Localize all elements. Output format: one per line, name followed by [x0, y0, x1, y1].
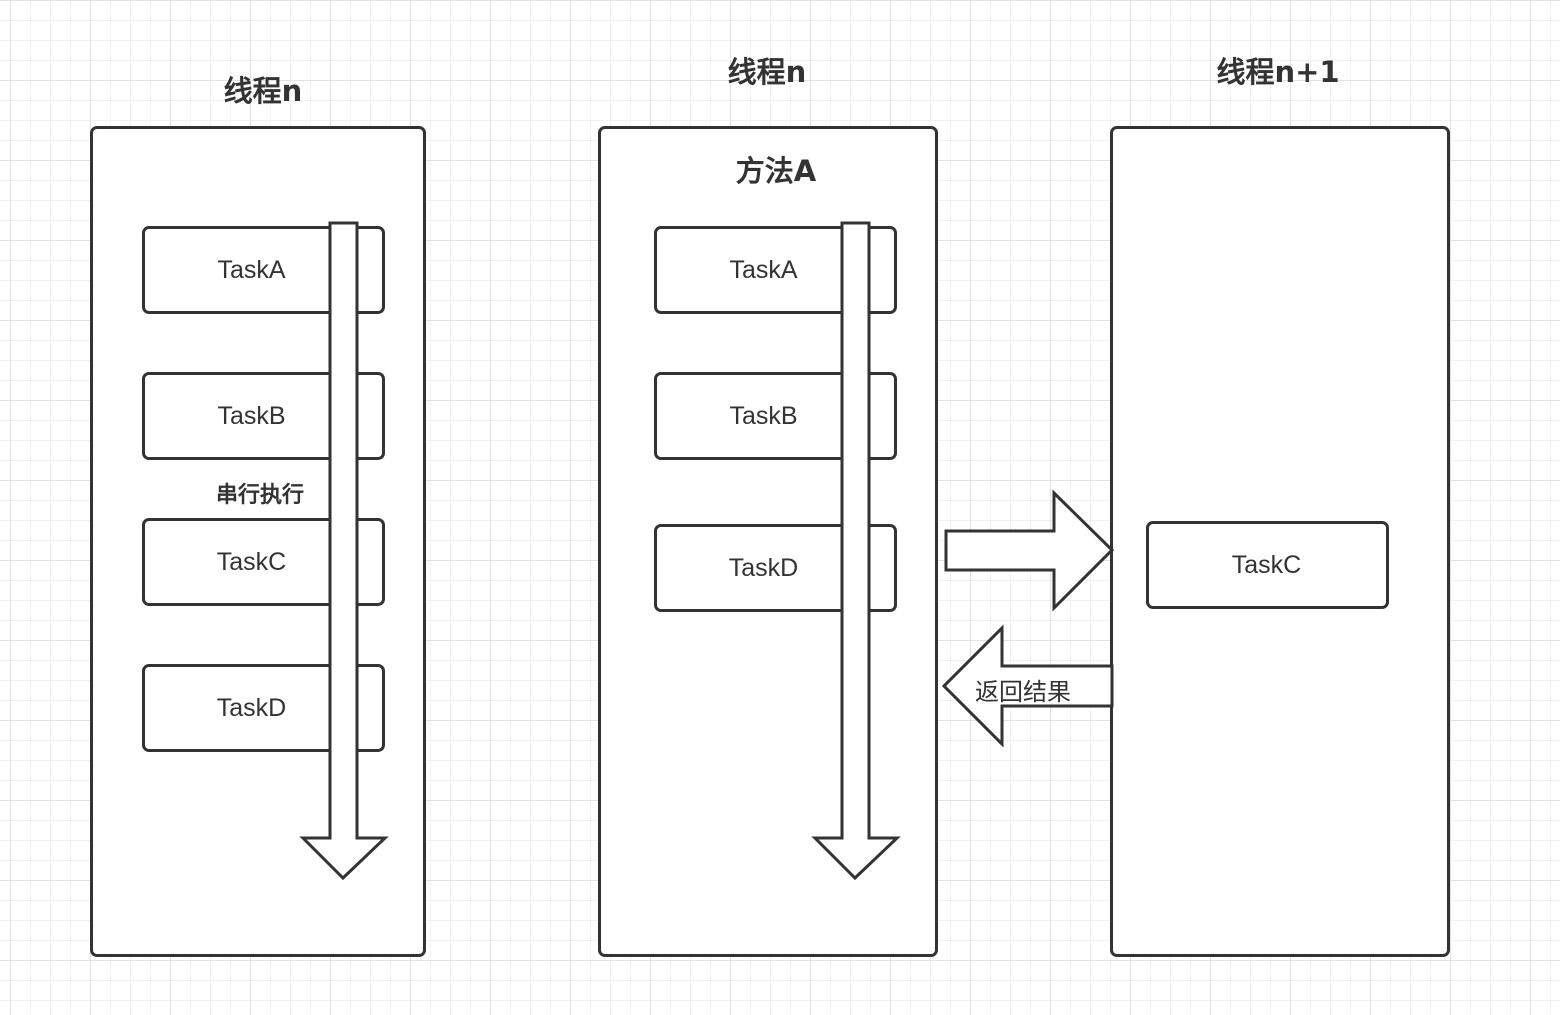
- lane3-title: 线程n+1: [1216, 55, 1340, 89]
- lane1-task-c: TaskC: [142, 518, 385, 606]
- return-result-label: 返回结果: [975, 678, 1071, 706]
- task-label: TaskB: [217, 401, 286, 430]
- task-label: TaskD: [728, 553, 799, 582]
- lane1-task-b: TaskB: [142, 372, 385, 460]
- lane2-task-b: TaskB: [654, 372, 897, 460]
- lane1-task-d: TaskD: [142, 664, 385, 752]
- lane1-title: 线程n: [223, 74, 303, 108]
- dispatch-arrow: [944, 489, 1115, 612]
- task-label: TaskC: [1231, 550, 1302, 579]
- lane2-task-a: TaskA: [654, 226, 897, 314]
- lane3-task-c: TaskC: [1146, 521, 1389, 609]
- lane1-task-a: TaskA: [142, 226, 385, 314]
- lane2-title: 线程n: [727, 55, 807, 89]
- lane2-task-d: TaskD: [654, 524, 897, 612]
- method-a-title: 方法A: [735, 154, 817, 188]
- task-label: TaskD: [216, 693, 287, 722]
- task-label: TaskA: [729, 255, 798, 284]
- task-label: TaskA: [217, 255, 286, 284]
- task-label: TaskC: [216, 547, 287, 576]
- serial-execution-note: 串行执行: [216, 483, 305, 508]
- task-label: TaskB: [729, 401, 798, 430]
